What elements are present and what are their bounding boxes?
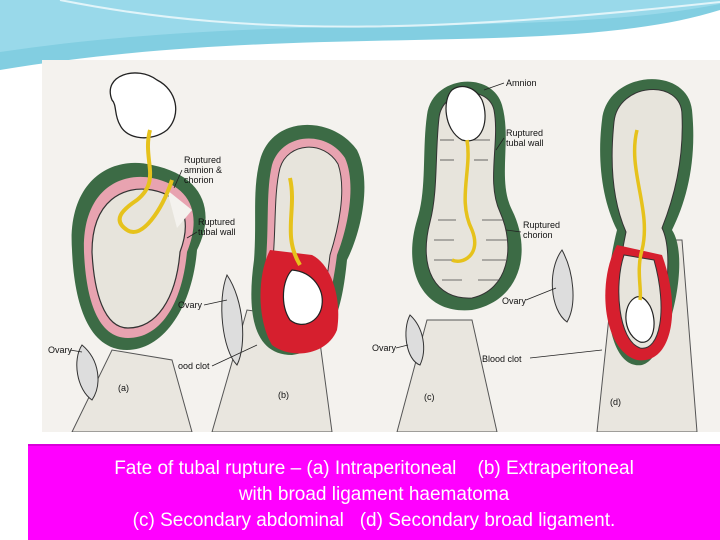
- panel-b: [211, 124, 365, 432]
- panel-a: [71, 72, 206, 432]
- label-panel-d: (d): [610, 397, 621, 407]
- label-ovary-c: Ovary: [372, 343, 397, 353]
- caption-line-1: Fate of tubal rupture – (a) Intraperiton…: [114, 458, 634, 479]
- label-ovary-d: Ovary: [502, 296, 527, 306]
- panel-c: [396, 81, 522, 432]
- caption-line-3: (c) Secondary abdominal (d) Secondary br…: [132, 510, 616, 531]
- caption-line-2: with broad ligament haematoma: [238, 484, 510, 505]
- label-panel-c: (c): [424, 392, 435, 402]
- label-panel-a: (a): [118, 383, 129, 393]
- label-ovary-b: Ovary: [178, 300, 203, 310]
- panel-d: [551, 79, 698, 432]
- header-decoration: [0, 0, 720, 70]
- label-ovary-a: Ovary: [48, 345, 73, 355]
- label-blood-clot-d: Blood clot: [482, 354, 522, 364]
- figure-caption: Fate of tubal rupture – (a) Intraperiton…: [28, 444, 720, 540]
- label-panel-b: (b): [278, 390, 289, 400]
- label-amnion: Amnion: [506, 78, 537, 88]
- label-blood-clot-b: ood clot: [178, 361, 210, 371]
